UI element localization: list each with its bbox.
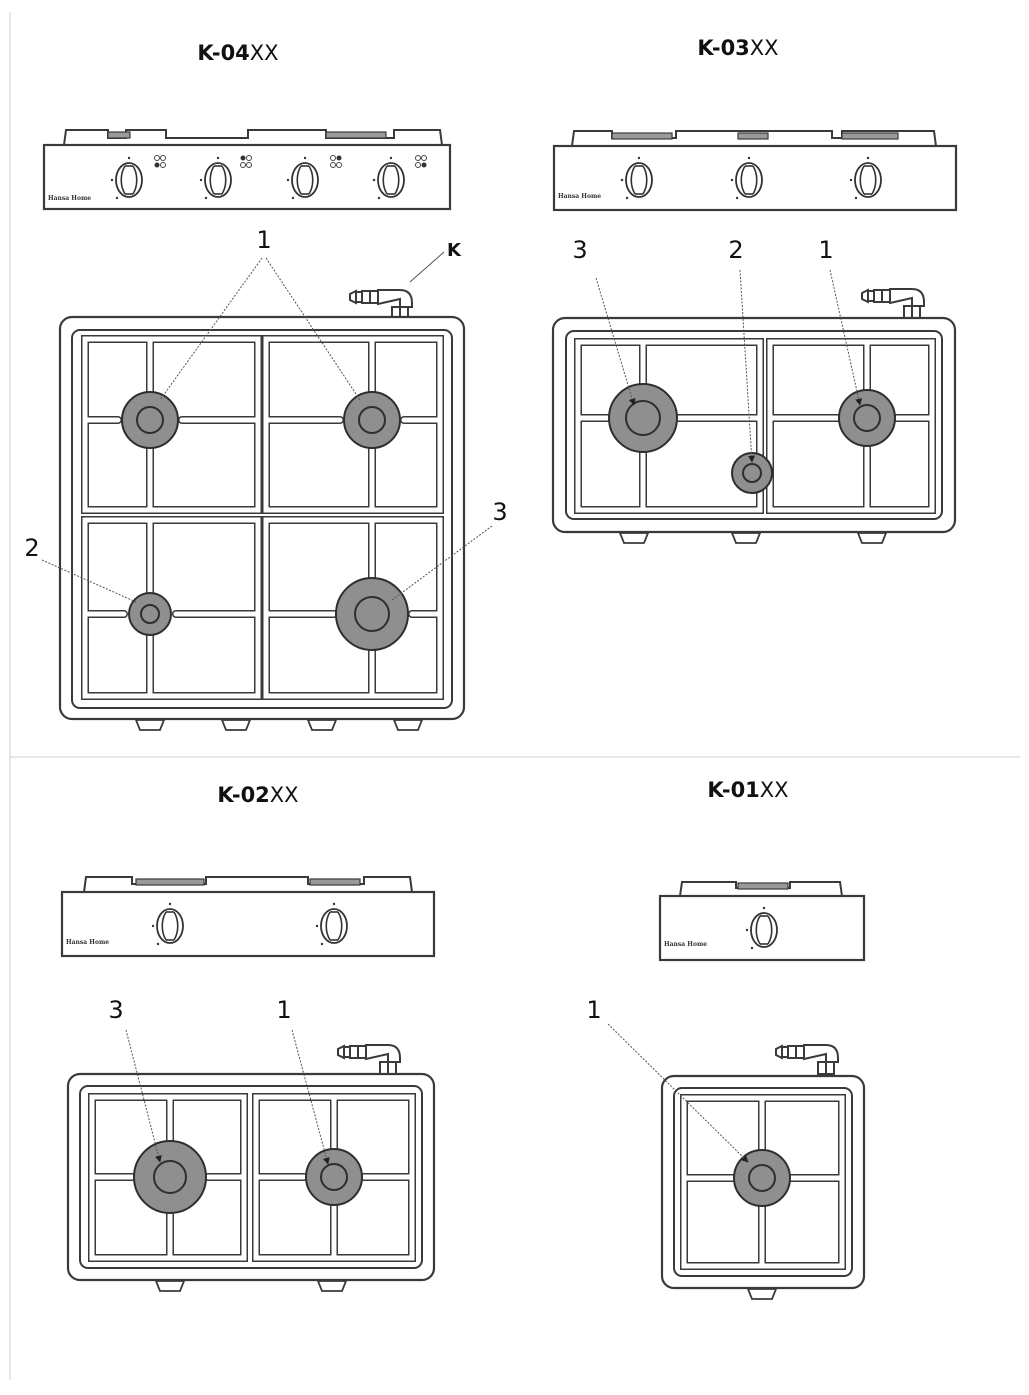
brand-logo: Hansa Home: [664, 941, 707, 948]
pan-support: [81, 335, 444, 700]
callout-label: 1: [256, 226, 271, 254]
foot: [155, 1280, 185, 1292]
foot: [221, 719, 251, 731]
top-view: 3 2 1: [551, 236, 957, 544]
top-view: 3 1: [66, 996, 436, 1292]
foot: [857, 532, 887, 544]
model-k02: K-02XX Hansa Home 3: [60, 783, 436, 1292]
burner: [128, 592, 172, 636]
gas-connector-icon: [861, 288, 925, 319]
front-panel: [552, 144, 958, 212]
connector-label: K: [447, 240, 462, 261]
model-title: K-01XX: [707, 778, 788, 802]
burner: [733, 1149, 791, 1207]
pan-support: [574, 338, 936, 514]
gas-connector-icon: [337, 1044, 401, 1075]
model-title: K-02XX: [217, 783, 298, 807]
top-view: 1: [586, 996, 866, 1300]
gas-connector-icon: [349, 289, 413, 320]
front-view: Hansa Home: [552, 130, 958, 212]
foot: [731, 532, 761, 544]
burner: [121, 391, 179, 449]
callout-label: 1: [586, 996, 601, 1024]
foot: [135, 719, 165, 731]
front-view: Hansa Home: [658, 881, 866, 962]
pan-support: [680, 1094, 846, 1270]
pan-support: [88, 1093, 416, 1262]
hob-outline: [551, 316, 957, 534]
foot: [747, 1288, 777, 1300]
brand-logo: Hansa Home: [66, 939, 109, 946]
hob-outline: [66, 1072, 436, 1282]
model-k03: K-03XX Hansa Home: [551, 36, 958, 544]
callout-label: 1: [276, 996, 291, 1024]
gas-connector-icon: [775, 1044, 839, 1075]
burner: [731, 452, 773, 494]
foot: [619, 532, 649, 544]
brand-logo: Hansa Home: [48, 195, 91, 202]
burner: [838, 389, 896, 447]
brand-logo: Hansa Home: [558, 193, 601, 200]
burner: [305, 1148, 363, 1206]
front-panel: [60, 890, 436, 958]
callout-label: 3: [492, 498, 507, 526]
callout-label: 2: [24, 534, 39, 562]
model-k04: K-04XX Hansa Home: [24, 41, 508, 731]
callout-label: 3: [108, 996, 123, 1024]
model-title: K-04XX: [197, 41, 278, 65]
burner: [343, 391, 401, 449]
foot: [307, 719, 337, 731]
callout-label: 1: [818, 236, 833, 264]
callout-label: 3: [572, 236, 587, 264]
foot: [393, 719, 423, 731]
callout-label: 2: [728, 236, 743, 264]
model-k01: K-01XX Hansa Home 1: [586, 778, 866, 1300]
top-view: 1 2 3 K: [24, 226, 508, 731]
burner: [133, 1140, 207, 1214]
burner: [335, 577, 409, 651]
burner: [608, 383, 678, 453]
foot: [317, 1280, 347, 1292]
burner-indicator-icon: [154, 155, 427, 168]
model-title: K-03XX: [697, 36, 778, 60]
front-view: Hansa Home: [60, 876, 436, 958]
front-view: Hansa Home: [42, 129, 452, 211]
